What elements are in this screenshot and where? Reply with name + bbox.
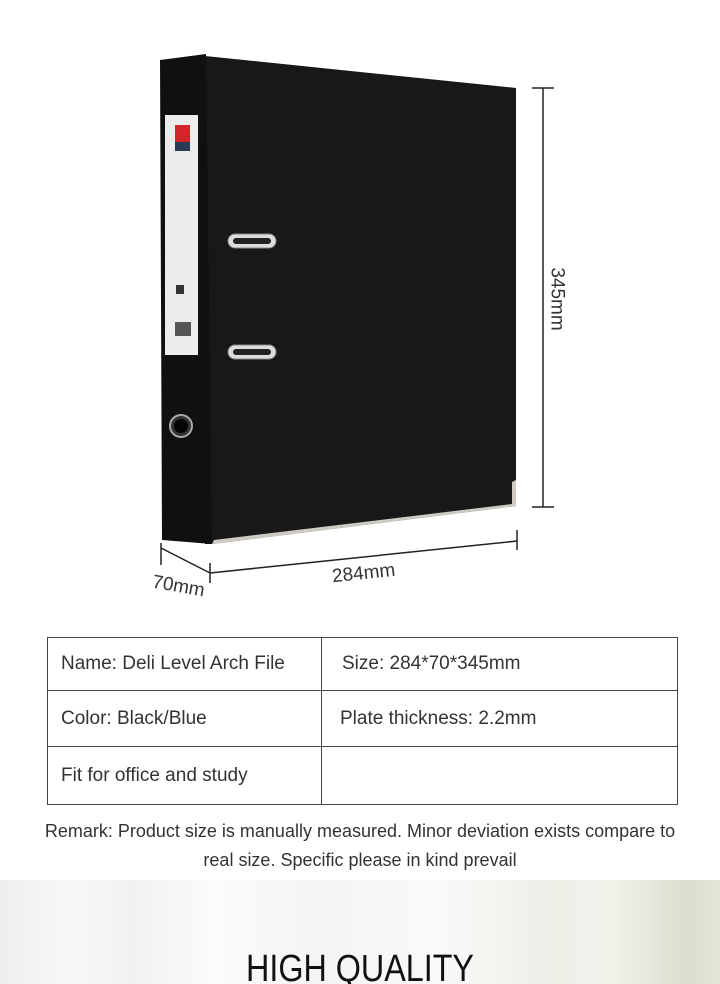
arch-file-illustration [160,54,554,583]
table-row: Color: Black/Blue Plate thickness: 2.2mm [47,690,678,747]
binder-page-edge [212,480,516,544]
binder-cover [205,56,516,544]
table-row: Fit for office and study [47,746,678,805]
remark-line-2: real size. Specific please in kind preva… [203,850,517,870]
logo-subband [175,142,190,151]
finger-hole-inner [174,419,188,433]
spec-table: Name: Deli Level Arch File Size: 284*70*… [47,637,678,805]
label-mark [176,285,184,294]
spec-size: Size: 284*70*345mm [321,637,678,691]
remark-line-1: Remark: Product size is manually measure… [44,821,676,841]
spec-name: Name: Deli Level Arch File [47,637,322,691]
spine-label [165,115,198,355]
banner-title: HIGH QUALITY [246,948,474,984]
ring-icon [227,344,277,360]
quality-banner: HIGH QUALITY [0,880,720,984]
ring-icon [227,233,277,249]
spec-empty [321,746,678,805]
deli-logo [175,125,190,142]
table-row: Name: Deli Level Arch File Size: 284*70*… [47,637,678,691]
spec-usage: Fit for office and study [47,746,322,805]
spec-color: Color: Black/Blue [47,690,322,747]
product-image: 345mm 284mm 70mm [151,54,568,601]
height-dimension-label: 345mm [546,267,568,331]
barcode [175,322,191,336]
spec-plate-thickness: Plate thickness: 2.2mm [321,690,678,747]
dimension-lines [160,87,554,583]
